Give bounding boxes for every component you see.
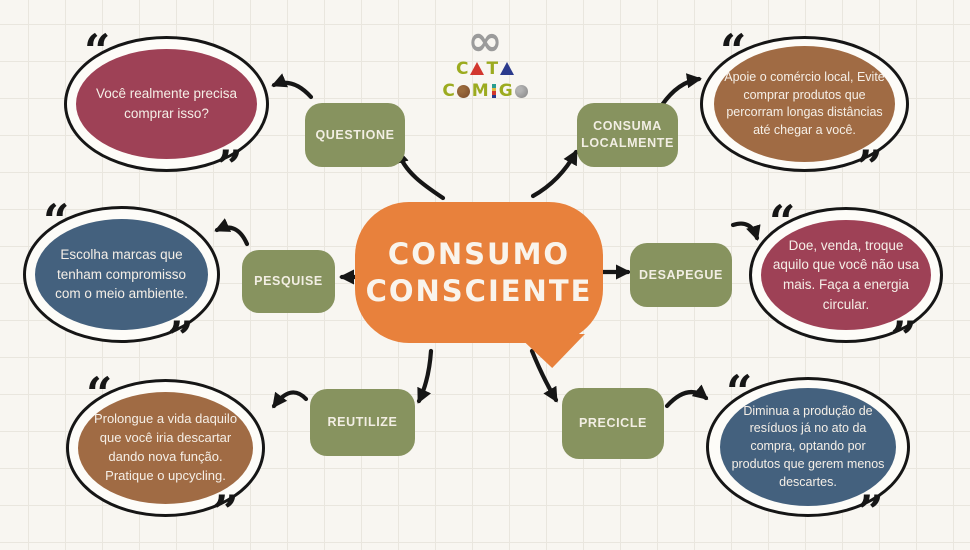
- arrow-center-to-questione: [394, 148, 446, 201]
- bubble-fill-brown: Prolongue a vida daquilo que você iria d…: [78, 392, 253, 504]
- arrow-center-to-reutilize: [416, 348, 434, 404]
- bubble-fill-brown: Apoie o comércio local, Evite comprar pr…: [714, 46, 895, 162]
- close-quote-icon: ”: [167, 311, 194, 365]
- logo-letter-o-gray-circle-icon: [514, 84, 528, 98]
- logo-letter-t: T: [486, 59, 499, 79]
- arrow-questione-to-quote: [271, 73, 314, 100]
- open-quote-icon: “: [84, 24, 111, 78]
- quote-text-consuma: Apoie o comércio local, Evite comprar pr…: [724, 70, 885, 137]
- logo-word-cata: C T: [455, 58, 515, 80]
- quote-text-desapegue: Doe, venda, troque aquilo que você não u…: [772, 237, 920, 312]
- center-title-line2: CONSCIENTE: [365, 273, 593, 308]
- quote-bubble-precicle: Diminua a produção de resíduos já no ato…: [706, 369, 910, 535]
- arrow-precicle-to-quote: [664, 384, 709, 409]
- bubble-fill-blue: Escolha marcas que tenham compromisso co…: [35, 219, 208, 330]
- infinity-logo-icon: ∞: [467, 16, 503, 65]
- quote-text-precicle: Diminua a produção de resíduos já no ato…: [731, 403, 885, 489]
- quote-bubble-pesquise: Escolha marcas que tenham compromisso co…: [23, 198, 220, 361]
- quote-bubble-consuma-localmente: Apoie o comércio local, Evite comprar pr…: [700, 28, 909, 190]
- close-quote-icon: ”: [890, 311, 917, 365]
- quote-text-questione: Você realmente precisa comprar isso?: [95, 86, 238, 121]
- arrow-consuma-to-quote: [659, 73, 702, 108]
- quote-text-pesquise: Escolha marcas que tenham compromisso co…: [55, 247, 188, 302]
- open-quote-icon: “: [43, 194, 70, 248]
- logo-letter-c1: C: [455, 59, 469, 79]
- node-consuma-localmente: CONSUMA LOCALMENTE: [577, 103, 678, 167]
- quote-bubble-questione: Você realmente precisa comprar isso? “ ”: [64, 28, 269, 190]
- close-quote-icon: ”: [857, 485, 884, 539]
- quote-bubble-desapegue: Doe, venda, troque aquilo que você não u…: [749, 199, 943, 361]
- cata-comigo-logo: ∞ C T C M G: [425, 16, 545, 102]
- logo-word-comigo: C M G: [441, 80, 528, 102]
- bubble-fill-blue: Diminua a produção de resíduos já no ato…: [720, 388, 896, 506]
- logo-letter-o-brown-circle-icon: [456, 84, 470, 98]
- close-quote-icon: ”: [856, 140, 883, 194]
- logo-letter-a-navy-triangle-icon: [500, 62, 515, 75]
- open-quote-icon: “: [726, 365, 753, 419]
- center-title-line1: CONSUMO: [387, 237, 571, 272]
- arrow-center-to-consuma: [530, 149, 579, 199]
- bubble-fill-maroon: Doe, venda, troque aquilo que você não u…: [761, 220, 931, 330]
- open-quote-icon: “: [86, 367, 113, 421]
- bubble-fill-maroon: Você realmente precisa comprar isso?: [76, 49, 257, 159]
- arrow-reutilize-to-quote: [271, 390, 309, 409]
- node-questione: QUESTIONE: [305, 103, 405, 167]
- logo-letter-i-color-bar-icon: [491, 84, 496, 98]
- node-reutilize: REUTILIZE: [310, 389, 415, 456]
- open-quote-icon: “: [769, 195, 796, 249]
- center-topic-bubble: CONSUMO CONSCIENTE: [355, 202, 603, 343]
- logo-letter-a-red-triangle-icon: [470, 62, 485, 75]
- quote-text-reutilize: Prolongue a vida daquilo que você iria d…: [93, 411, 238, 483]
- logo-letter-g: G: [498, 81, 513, 101]
- logo-letter-m: M: [471, 81, 489, 101]
- quote-bubble-reutilize: Prolongue a vida daquilo que você iria d…: [66, 371, 265, 535]
- close-quote-icon: ”: [216, 140, 243, 194]
- node-pesquise: PESQUISE: [242, 250, 335, 313]
- arrow-pesquise-to-quote: [214, 218, 250, 247]
- node-precicle: PRECICLE: [562, 388, 664, 459]
- close-quote-icon: ”: [212, 485, 239, 539]
- node-desapegue: DESAPEGUE: [630, 243, 732, 307]
- open-quote-icon: “: [720, 24, 747, 78]
- logo-letter-c2: C: [442, 81, 455, 101]
